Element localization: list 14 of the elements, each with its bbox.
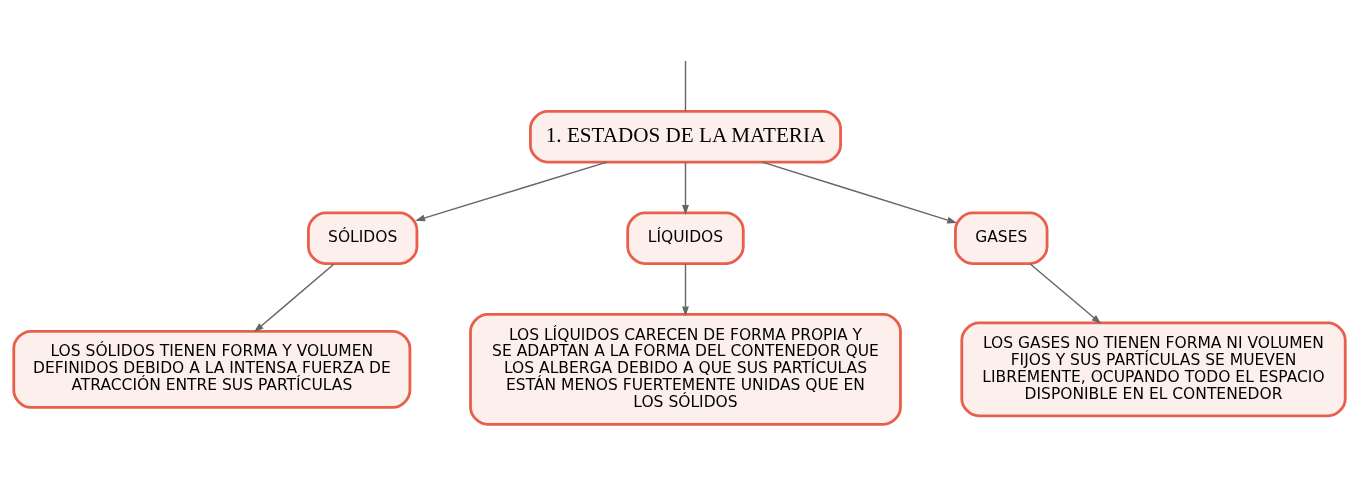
arrow bbox=[253, 262, 335, 332]
node-box: LÍQUIDOS bbox=[626, 211, 745, 265]
node-box: GASES bbox=[954, 211, 1049, 265]
arrow bbox=[682, 262, 689, 316]
node-box: 1. ESTADOS DE LA MATERIA bbox=[529, 109, 842, 164]
node-box: LOS GASES NO TIENEN FORMA NI VOLUMEN FIJOS Y SUS PARTÍCULAS SE MUEVEN LIBREMENTE, OCUPANDO TODO EL ESPACIO DISPONIBLE EN EL CONTENEDOR bbox=[960, 320, 1347, 417]
arrow bbox=[415, 161, 608, 221]
connector bbox=[684, 59, 687, 112]
node-box: SÓLIDOS bbox=[306, 211, 419, 265]
node-box: LOS SÓLIDOS TIENEN FORMA Y VOLUMEN DEFINIDOS DEBIDO A LA INTENSA FUERZA DE ATRACCIÓN ENTRE SUS PARTÍCULAS bbox=[12, 329, 412, 409]
arrow bbox=[682, 161, 689, 215]
node-box: LOS LÍQUIDOS CARECEN DE FORMA PROPIA Y SE ADAPTAN A LA FORMA DEL CONTENEDOR QUE LOS ALBERGA DEBIDO A QUE SUS PARTÍCULAS ESTÁN MENOS FUERTEMENTE UNIDAS QUE EN LOS SÓLIDOS bbox=[469, 312, 902, 426]
arrow bbox=[761, 161, 958, 223]
arrow bbox=[1029, 262, 1102, 324]
